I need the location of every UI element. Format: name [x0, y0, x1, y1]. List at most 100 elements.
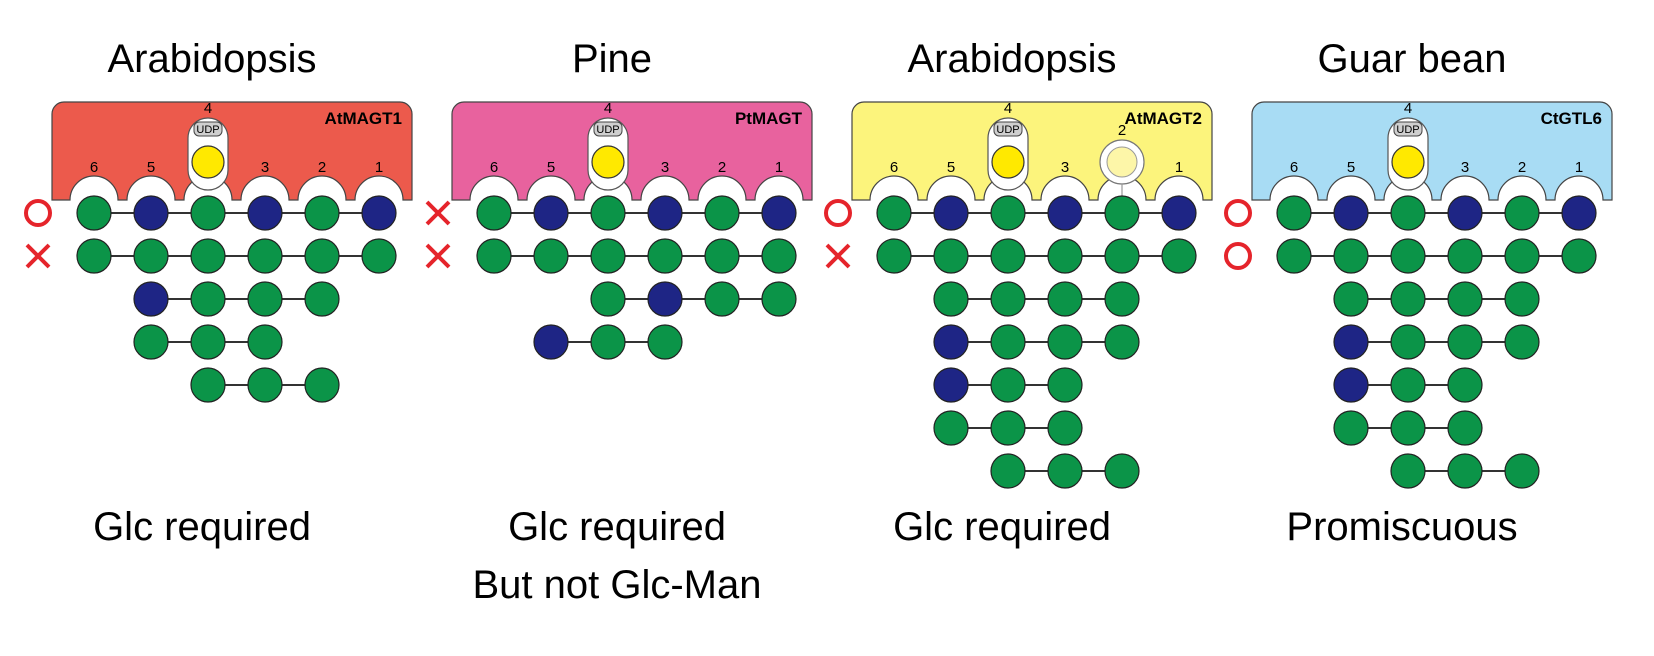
organism-title: Pine: [572, 37, 652, 81]
udp-label: UDP: [196, 124, 219, 136]
glucose-residue: [1447, 367, 1483, 403]
oligosaccharide-row: [476, 195, 797, 231]
glucose-residue: [304, 238, 340, 274]
glucose-residue: [76, 195, 112, 231]
glucose-residue: [990, 367, 1026, 403]
cross-stroke: [425, 200, 451, 226]
glucose-residue: [247, 367, 283, 403]
glucose-residue: [1390, 195, 1426, 231]
udp-sugar: [1391, 145, 1425, 179]
enzyme-box: [51, 101, 413, 201]
glucose-residue: [1047, 238, 1083, 274]
rejected-mark-icon: [25, 243, 51, 269]
cross-stroke: [825, 243, 851, 269]
glucose-residue: [304, 367, 340, 403]
site-number: 6: [890, 159, 898, 176]
oligosaccharide-row: [76, 195, 397, 231]
organism-title: Guar bean: [1317, 37, 1506, 81]
glucose-residue: [533, 238, 569, 274]
enzyme-box: [1251, 101, 1613, 201]
glucose-residue: [1161, 238, 1197, 274]
caption-line: Glc required: [893, 505, 1111, 549]
site-number: 2: [718, 159, 726, 176]
oligosaccharide-row: [1276, 195, 1597, 231]
glucose-residue: [1504, 238, 1540, 274]
mannose-residue: [1447, 195, 1483, 231]
glucose-residue: [1333, 410, 1369, 446]
glucose-residue: [990, 410, 1026, 446]
oligosaccharide-row: [876, 195, 1197, 231]
glucose-residue: [1447, 281, 1483, 317]
glucose-residue: [361, 238, 397, 274]
oligosaccharide-row: [133, 281, 340, 317]
site-number-top: 4: [204, 100, 212, 117]
udp-badge: [1393, 121, 1423, 137]
udp-sugar: [991, 145, 1025, 179]
oligosaccharide-row: [933, 410, 1083, 446]
oligosaccharide-row: [1333, 367, 1483, 403]
oligosaccharide-row: [990, 453, 1140, 489]
mannose-residue: [533, 195, 569, 231]
caption-line: Glc required: [508, 505, 726, 549]
mannose-residue: [933, 324, 969, 360]
site-number: 3: [261, 159, 269, 176]
glucose-residue: [133, 238, 169, 274]
site-number: 1: [1575, 159, 1583, 176]
caption-line: But not Glc-Man: [472, 563, 761, 607]
glucose-residue: [1390, 410, 1426, 446]
site-number: 5: [547, 159, 555, 176]
glucose-residue: [704, 281, 740, 317]
mannose-residue: [933, 367, 969, 403]
oligosaccharide-row: [1390, 453, 1540, 489]
oligosaccharide-row: [1333, 324, 1540, 360]
glucose-residue: [1504, 281, 1540, 317]
mannose-residue: [647, 281, 683, 317]
udp-badge: [193, 121, 223, 137]
glucose-residue: [761, 238, 797, 274]
glucose-residue: [190, 281, 226, 317]
glucose-residue: [304, 281, 340, 317]
glucose-residue: [1390, 324, 1426, 360]
glucose-residue: [990, 238, 1026, 274]
oligosaccharide-row: [533, 324, 683, 360]
glucose-residue: [1276, 195, 1312, 231]
site-number: 5: [147, 159, 155, 176]
site-number: 6: [90, 159, 98, 176]
mannose-residue: [361, 195, 397, 231]
site-number: 6: [490, 159, 498, 176]
glucose-residue: [1047, 453, 1083, 489]
glucose-residue: [876, 195, 912, 231]
glucose-residue: [590, 281, 626, 317]
accepted-mark-icon: [824, 199, 852, 227]
glucose-residue: [933, 281, 969, 317]
mannose-residue: [133, 195, 169, 231]
site-number-top: 4: [1404, 100, 1412, 117]
glucose-residue: [1504, 324, 1540, 360]
glucose-residue: [247, 281, 283, 317]
glucose-residue: [1047, 410, 1083, 446]
udp-label: UDP: [596, 124, 619, 136]
mannose-residue: [761, 195, 797, 231]
glucose-residue: [1104, 453, 1140, 489]
glucose-residue: [1504, 195, 1540, 231]
organism-title: Arabidopsis: [907, 37, 1116, 81]
mannose-residue: [933, 195, 969, 231]
glucose-residue: [761, 281, 797, 317]
cross-stroke: [25, 243, 51, 269]
udp-badge: [993, 121, 1023, 137]
glucose-residue: [990, 195, 1026, 231]
oligosaccharide-row: [933, 324, 1140, 360]
site-number: 1: [775, 159, 783, 176]
glucose-residue: [647, 238, 683, 274]
oligosaccharide-row: [190, 367, 340, 403]
site-number-top: 4: [604, 100, 612, 117]
oligosaccharide-row: [590, 281, 797, 317]
glucose-residue: [190, 367, 226, 403]
glucose-residue: [304, 195, 340, 231]
oligosaccharide-row: [1333, 281, 1540, 317]
glucose-residue: [1447, 453, 1483, 489]
enzyme-label: PtMAGT: [735, 109, 803, 128]
cross-stroke: [425, 243, 451, 269]
